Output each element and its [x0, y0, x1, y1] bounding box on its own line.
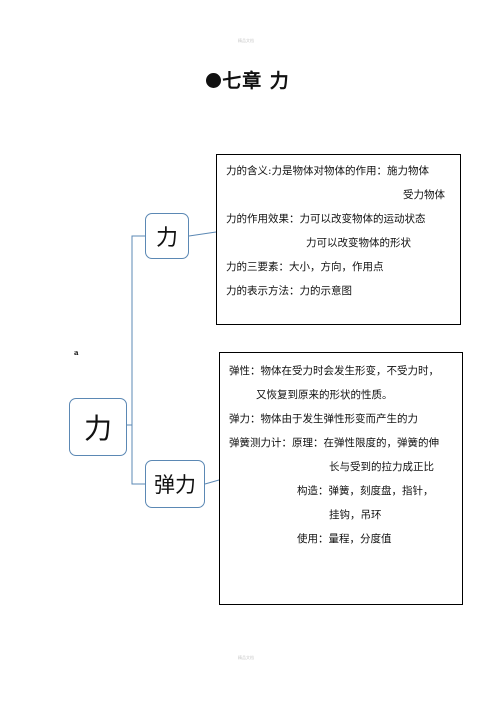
branch-node-elastic-label: 弹力	[154, 473, 196, 497]
elastic-detail-line: 使用：量程，分度值	[297, 533, 392, 545]
branch-node-force: 力	[145, 213, 189, 259]
force-detail-line: 力的作用效果：力可以改变物体的运动状态	[226, 213, 426, 225]
root-node: 力	[69, 398, 127, 456]
elastic-detail-line: 弹力：物体由于发生弹性形变而产生的力	[229, 413, 418, 425]
force-detail-box: 力的含义:力是物体对物体的作用：施力物体 受力物体 力的作用效果：力可以改变物体…	[216, 154, 461, 325]
force-detail-line: 受力物体	[403, 189, 445, 201]
elastic-detail-box: 弹性：物体在受力时会发生形变，不受力时， 又恢复到原来的形状的性质。 弹力：物体…	[219, 352, 463, 605]
elastic-detail-line: 挂钩，吊环	[329, 509, 382, 521]
stray-mark: a	[74, 348, 79, 357]
root-node-label: 力	[83, 412, 112, 445]
connector-force-to-box	[188, 231, 217, 237]
page-title-text: 七章 力	[222, 70, 290, 92]
force-detail-line: 力的表示方法：力的示意图	[226, 285, 352, 297]
force-detail-line: 力可以改变物体的形状	[306, 237, 411, 249]
bullet-icon	[206, 73, 222, 88]
elastic-detail-line: 弹簧测力计：原理：在弹性限度的，弹簧的伸	[229, 437, 439, 449]
force-detail-line: 力的三要素：大小，方向，作用点	[226, 261, 384, 273]
force-detail-line: 力的含义:力是物体对物体的作用：施力物体	[226, 165, 430, 177]
branch-node-force-label: 力	[155, 226, 178, 251]
elastic-detail-line: 构造：弹簧，刻度盘，指针，	[297, 485, 434, 497]
watermark-bottom: 精品文档	[238, 655, 254, 660]
branch-node-elastic: 弹力	[145, 460, 205, 508]
connector-root-to-force	[127, 235, 145, 426]
elastic-detail-line: 长与受到的拉力成正比	[329, 461, 434, 473]
connector-elastic-to-box	[204, 479, 220, 485]
elastic-detail-line: 弹性：物体在受力时会发生形变，不受力时，	[229, 365, 439, 377]
connector-root-to-elastic	[131, 425, 145, 485]
watermark-top: 精品文档	[238, 38, 254, 43]
page-title: 七章 力	[0, 66, 496, 93]
elastic-detail-line: 又恢复到原来的形状的性质。	[256, 389, 393, 401]
